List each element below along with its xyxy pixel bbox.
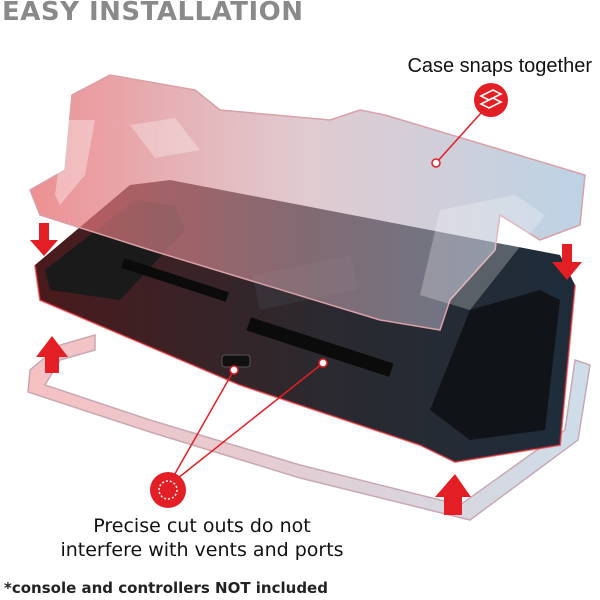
cutout-icon xyxy=(150,472,186,508)
arrow-up-icon xyxy=(36,336,68,373)
footnote-prefix: *console and controllers xyxy=(4,579,216,597)
arrow-up-icon xyxy=(435,474,471,515)
page-title: EASY INSTALLATION xyxy=(2,0,304,27)
callout-line-port xyxy=(167,369,235,487)
arrow-down-icon xyxy=(30,223,58,256)
callout-cutouts-line1: Precise cut outs do not xyxy=(93,515,311,537)
footnote-suffix: included xyxy=(250,579,328,597)
footnote-emphasis: NOT xyxy=(215,579,251,597)
usb-port xyxy=(221,354,251,368)
callout-line-vent xyxy=(167,362,324,487)
vent-right xyxy=(246,317,394,377)
vent-left xyxy=(121,258,229,302)
case-snap-icon xyxy=(474,83,508,117)
arrow-down-icon xyxy=(552,244,582,280)
top-case xyxy=(29,74,586,331)
callout-cutouts: Precise cut outs do not interfere with v… xyxy=(42,514,362,562)
footnote-disclaimer: *console and controllers NOT included xyxy=(4,579,328,597)
callout-case-snaps: Case snaps together xyxy=(407,55,592,77)
bottom-case-frame xyxy=(27,334,591,521)
callout-cutouts-line2: interfere with vents and ports xyxy=(60,539,344,561)
